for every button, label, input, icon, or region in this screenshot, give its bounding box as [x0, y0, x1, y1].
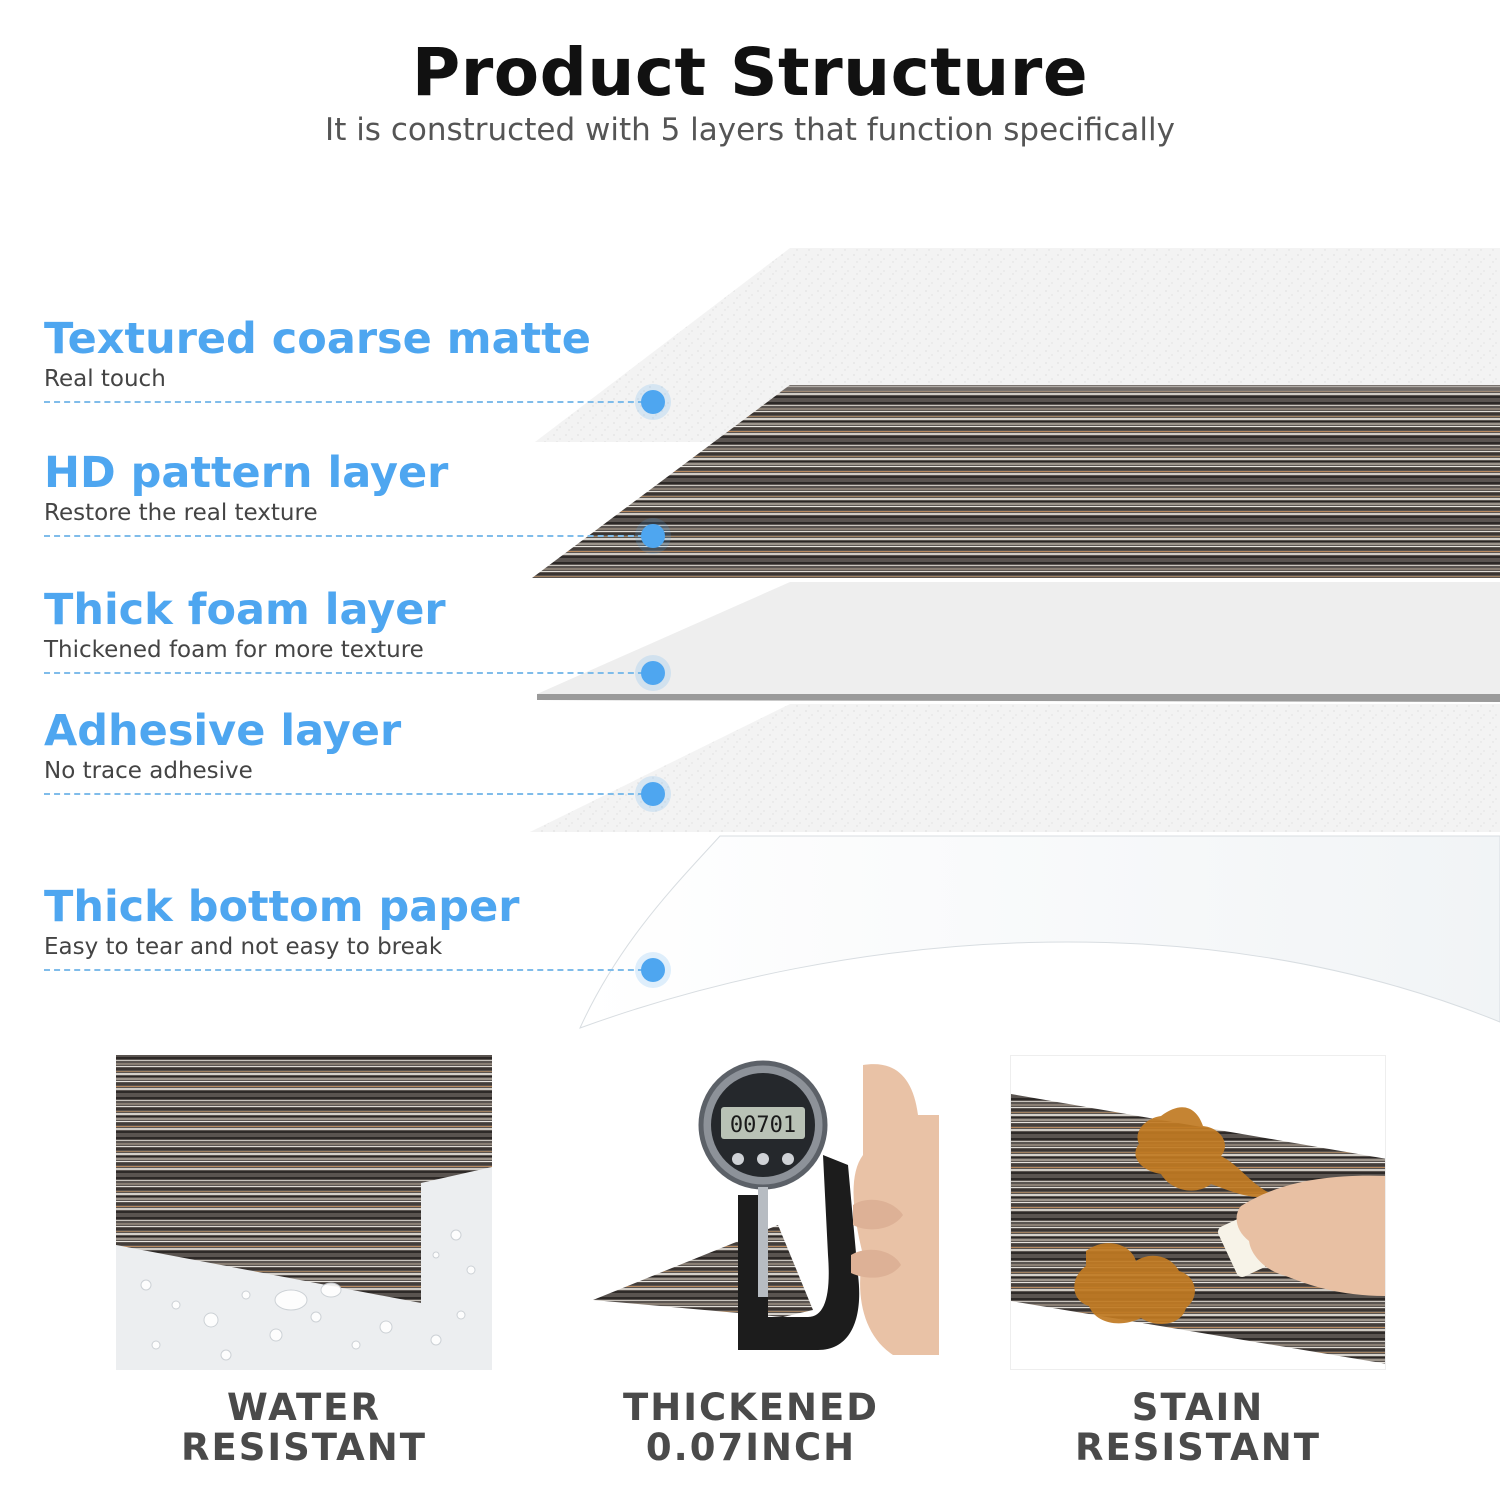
adhesive-layer-sheet [530, 704, 1500, 832]
feature-label-line: STAIN [1131, 1386, 1265, 1429]
leader-line [44, 401, 654, 403]
callout-dot [641, 661, 665, 685]
stain-resistant-label: STAIN RESISTANT [1010, 1388, 1386, 1468]
layer-heading: Thick bottom paper [44, 882, 520, 932]
feature-label-line: THICKENED 0.07INCH [622, 1386, 880, 1469]
layer-label-hd-pattern: HD pattern layer Restore the real textur… [44, 447, 448, 527]
layer-label-bottom-paper: Thick bottom paper Easy to tear and not … [44, 881, 519, 961]
leader-line [44, 969, 654, 971]
layer-stack-illustration [530, 248, 1500, 1029]
page-title: Product Structure [411, 34, 1089, 111]
layer-heading: Adhesive layer [44, 706, 402, 756]
layer-heading: Textured coarse matte [44, 314, 591, 364]
page-subtitle: It is constructed with 5 layers that fun… [325, 112, 1175, 148]
wood-pattern-layer-sheet [532, 385, 1500, 578]
layer-description: Thickened foam for more texture [44, 637, 424, 663]
callout-dot [641, 782, 665, 806]
layer-description: Easy to tear and not easy to break [44, 934, 443, 960]
leader-line [44, 793, 654, 795]
foam-layer-sheet [537, 582, 1500, 694]
layer-heading: Thick foam layer [44, 585, 446, 635]
thickness-gauge-photo: 00701 [563, 1055, 939, 1370]
gauge-reading: 00701 [730, 1113, 796, 1138]
feature-label-line: WATER [227, 1386, 381, 1429]
leader-line [44, 535, 654, 537]
feature-label-line: RESISTANT [180, 1426, 428, 1469]
stain-resistant-photo [1010, 1055, 1386, 1370]
bottom-paper-sheet [579, 835, 1500, 1029]
callout-dot [641, 958, 665, 982]
callout-dot [641, 390, 665, 414]
thickened-label: THICKENED 0.07INCH [520, 1388, 982, 1468]
layer-label-adhesive: Adhesive layer No trace adhesive [44, 705, 401, 785]
layer-label-matte: Textured coarse matte Real touch [44, 313, 591, 393]
layer-heading: HD pattern layer [44, 448, 449, 498]
water-resistant-photo [116, 1055, 492, 1370]
leader-line [44, 672, 654, 674]
layer-description: Restore the real texture [44, 500, 318, 526]
feature-label-line: RESISTANT [1074, 1426, 1322, 1469]
layer-description: No trace adhesive [44, 758, 253, 784]
callout-dot [641, 524, 665, 548]
water-resistant-label: WATER RESISTANT [116, 1388, 492, 1468]
layer-description: Real touch [44, 366, 166, 392]
layer-label-foam: Thick foam layer Thickened foam for more… [44, 584, 446, 664]
